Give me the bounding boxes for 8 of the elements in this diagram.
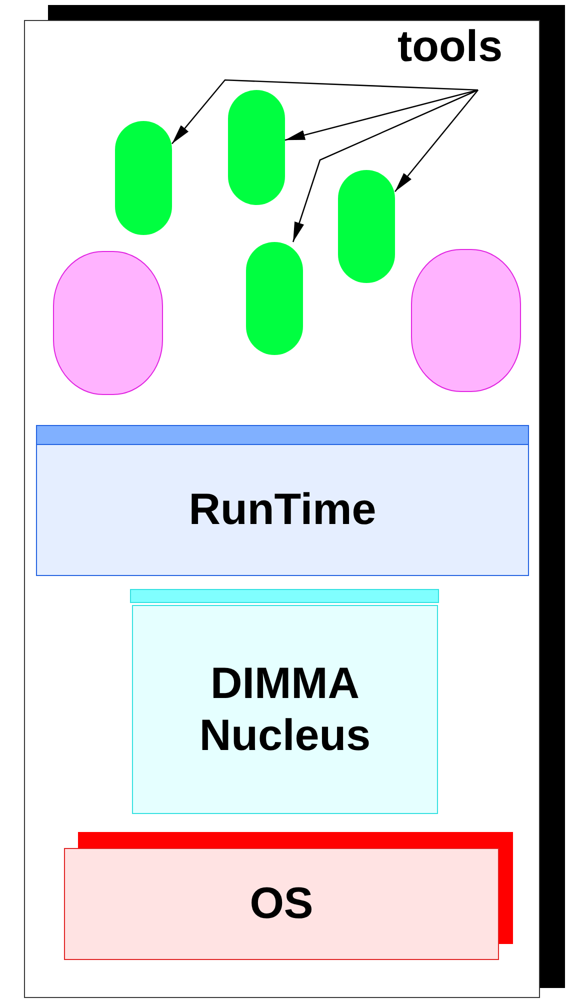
layer-box: DIMMA Nucleus xyxy=(132,605,438,814)
tools-label: tools xyxy=(380,22,520,90)
layer-box: OS xyxy=(64,848,499,960)
arrow xyxy=(292,89,478,242)
pill-shape xyxy=(246,242,303,355)
arrow xyxy=(394,90,478,192)
arrow xyxy=(172,79,478,144)
layer-box: RunTime xyxy=(36,444,529,576)
